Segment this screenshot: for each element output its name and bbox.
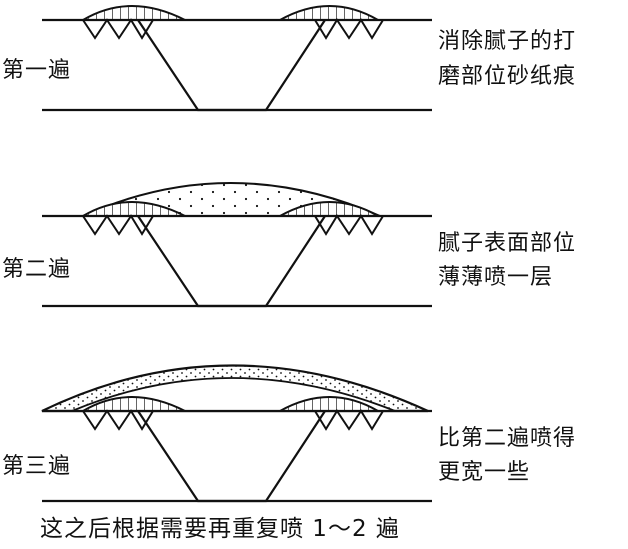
panel-2-section	[42, 182, 432, 308]
pass-label-1: 第一遍	[2, 58, 72, 83]
sanding-marks-left	[82, 18, 154, 40]
pass-label-2: 第二遍	[2, 257, 72, 282]
desc-3-line-2: 更宽一些	[438, 460, 531, 485]
putty-right	[276, 201, 382, 217]
desc-1-line-1: 消除腻子的打	[438, 29, 577, 54]
pass-label-3: 第三遍	[2, 454, 72, 479]
putty-right	[276, 396, 382, 412]
desc-1-line-2: 磨部位砂纸痕	[438, 64, 577, 89]
sanding-marks-left	[82, 409, 154, 431]
desc-2-line-1: 腻子表面部位	[438, 231, 577, 256]
desc-3-line-1: 比第二遍喷得	[438, 426, 577, 451]
panel-3-section	[41, 364, 432, 503]
putty-left	[79, 396, 186, 412]
panel-1-section	[42, 5, 432, 112]
sanding-marks-right	[314, 409, 384, 431]
sanding-marks-right	[314, 214, 384, 236]
desc-2-line-2: 薄薄喷一层	[438, 265, 554, 290]
sanding-marks-left	[82, 214, 154, 236]
dent-outline	[137, 19, 326, 112]
dent-outline	[137, 410, 326, 503]
putty-left	[79, 5, 186, 21]
putty-left	[79, 201, 186, 217]
dent-outline	[137, 215, 326, 308]
footer-note: 这之后根据需要再重复喷 1～2 遍	[40, 516, 400, 542]
sanding-marks-right	[314, 18, 384, 40]
putty-right	[276, 5, 382, 21]
